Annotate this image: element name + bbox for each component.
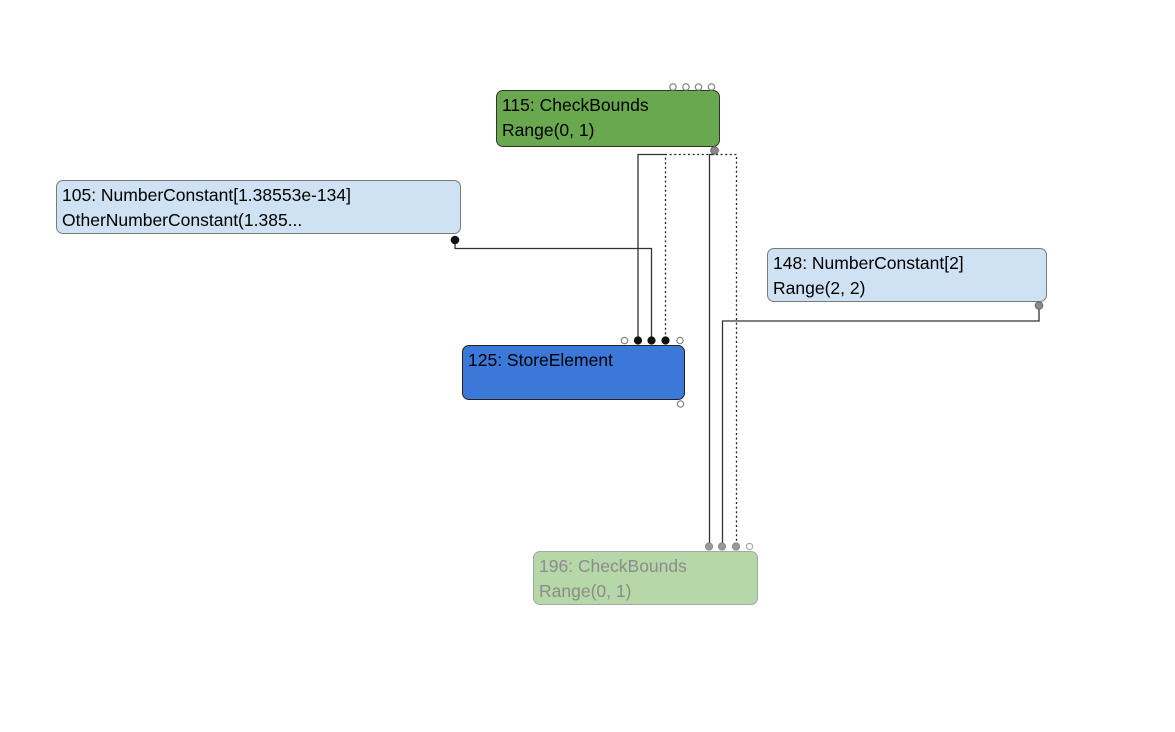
node-label-line2: OtherNumberConstant(1.385... [62,210,303,230]
node-label-line1: 196: CheckBounds [539,556,687,576]
edge-105-to-125 [454,242,653,338]
graph-node-125[interactable]: 125: StoreElement [462,345,685,400]
graph-node-196[interactable]: 196: CheckBounds Range(0, 1) [533,551,758,605]
node-label-line2: Range(0, 1) [539,581,632,601]
node-196-input-port-3[interactable] [731,542,741,551]
node-label-line2: Range(0, 1) [502,120,595,140]
node-label-line1: 125: StoreElement [468,350,613,370]
node-196-input-port-1[interactable] [704,542,714,551]
node-125-input-port-5[interactable] [676,336,684,345]
node-125-output-port[interactable] [676,400,685,408]
node-115-input-port-2[interactable] [682,83,690,91]
graph-node-115[interactable]: 115: CheckBounds Range(0, 1) [496,90,720,147]
node-label-line1: 105: NumberConstant[1.38553e-134] [62,185,351,205]
node-105-output-port[interactable] [450,235,460,245]
node-196-input-port-4[interactable] [745,542,754,551]
edge-115-to-125-effect [664,153,713,338]
node-125-input-port-4[interactable] [661,336,670,345]
node-label-line1: 115: CheckBounds [502,95,649,115]
node-115-input-port-3[interactable] [694,83,703,91]
edge-148-to-196 [721,308,1040,544]
node-196-input-port-2[interactable] [717,542,727,551]
node-125-input-port-3[interactable] [647,336,656,345]
node-label-line1: 148: NumberConstant[2] [773,253,964,273]
node-115-output-port[interactable] [710,146,719,155]
edge-115-to-196-effect [716,153,738,544]
edge-115-to-125-value [637,153,666,338]
node-125-input-port-1[interactable] [620,336,629,345]
graph-node-148[interactable]: 148: NumberConstant[2] Range(2, 2) [767,248,1047,302]
node-label-line2: Range(2, 2) [773,278,866,298]
node-115-input-port-1[interactable] [669,83,677,91]
edge-115-to-196-value [708,153,714,544]
node-148-output-port[interactable] [1034,301,1044,310]
graph-node-105[interactable]: 105: NumberConstant[1.38553e-134] OtherN… [56,180,461,234]
node-115-input-port-4[interactable] [707,83,716,91]
node-125-input-port-2[interactable] [633,336,643,345]
